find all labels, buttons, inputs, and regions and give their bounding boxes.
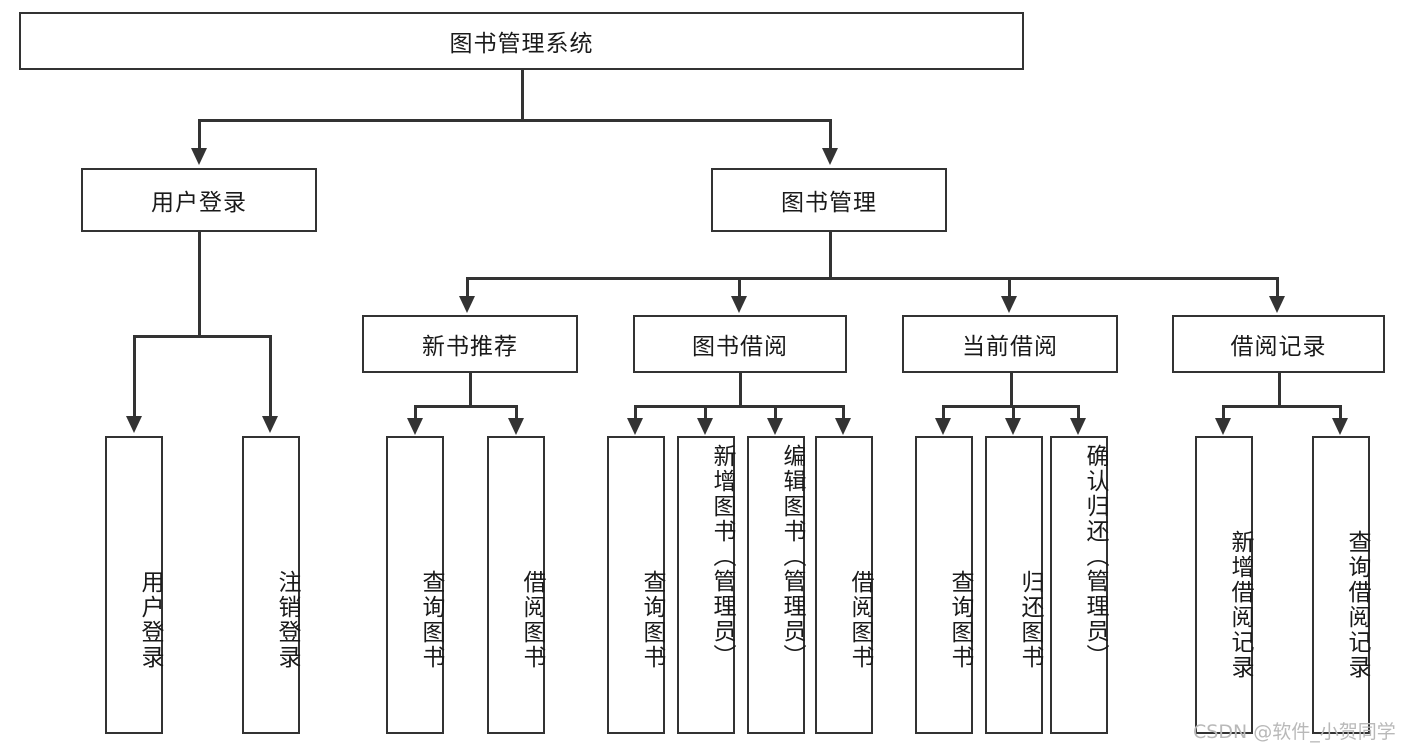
node-leaf-user-logout[interactable]: 注销登录 bbox=[242, 436, 300, 734]
node-label-leaf-user-login: 用户登录 bbox=[137, 570, 163, 670]
node-leaf-query-book-rec[interactable]: 查询图书 bbox=[386, 436, 444, 734]
arrow-bookborrow-leaf2 bbox=[697, 418, 713, 435]
connector-borrowrecord-leaf1 bbox=[1222, 405, 1225, 419]
arrow-newbook-leaf1 bbox=[407, 418, 423, 435]
node-leaf-edit-book-admin[interactable]: 编辑图书（管理员） bbox=[747, 436, 805, 734]
arrow-currentborrow-leaf3 bbox=[1070, 418, 1086, 435]
node-leaf-query-book-borrow[interactable]: 查询图书 bbox=[607, 436, 665, 734]
connector-bookborrow-leaf2 bbox=[704, 405, 707, 419]
connector-new-book-bar bbox=[414, 405, 517, 408]
arrow-root-to-user-login bbox=[191, 148, 207, 165]
connector-root-to-user-login bbox=[198, 119, 201, 149]
arrow-bm-to-book-borrow bbox=[731, 296, 747, 313]
node-label-borrow-record: 借阅记录 bbox=[1230, 334, 1327, 360]
node-label-leaf-add-book-admin: 新增图书（管理员） bbox=[709, 444, 735, 669]
connector-newbook-leaf2 bbox=[515, 405, 518, 419]
connector-currentborrow-leaf2 bbox=[1012, 405, 1015, 419]
node-label-leaf-confirm-return: 确认归还（管理员） bbox=[1082, 444, 1108, 669]
node-leaf-query-book-current[interactable]: 查询图书 bbox=[915, 436, 973, 734]
connector-currentborrow-leaf3 bbox=[1077, 405, 1080, 419]
node-leaf-user-login[interactable]: 用户登录 bbox=[105, 436, 163, 734]
node-label-user-login: 用户登录 bbox=[151, 190, 247, 216]
node-label-root: 图书管理系统 bbox=[449, 31, 594, 57]
connector-current-borrow-bar bbox=[942, 405, 1078, 408]
connector-root-to-book-management bbox=[829, 119, 832, 149]
node-label-leaf-borrow-book: 借阅图书 bbox=[847, 570, 873, 670]
connector-new-book-stem bbox=[469, 373, 472, 405]
node-label-leaf-user-logout: 注销登录 bbox=[274, 570, 300, 670]
node-leaf-confirm-return[interactable]: 确认归还（管理员） bbox=[1050, 436, 1108, 734]
connector-bookborrow-leaf4 bbox=[842, 405, 845, 419]
node-leaf-add-book-admin[interactable]: 新增图书（管理员） bbox=[677, 436, 735, 734]
node-leaf-borrow-book[interactable]: 借阅图书 bbox=[815, 436, 873, 734]
connector-root-stem bbox=[521, 70, 524, 119]
node-label-leaf-query-book-current: 查询图书 bbox=[947, 570, 973, 670]
arrow-root-to-book-management bbox=[822, 148, 838, 165]
connector-book-borrow-bar bbox=[634, 405, 844, 408]
connector-bm-to-current-borrow bbox=[1008, 277, 1011, 297]
node-label-leaf-query-book-rec: 查询图书 bbox=[418, 570, 444, 670]
connector-book-borrow-stem bbox=[739, 373, 742, 405]
node-new-book-recommend[interactable]: 新书推荐 bbox=[362, 315, 578, 373]
arrow-currentborrow-leaf2 bbox=[1005, 418, 1021, 435]
node-label-current-borrow: 当前借阅 bbox=[962, 334, 1058, 360]
node-label-leaf-borrow-book-rec: 借阅图书 bbox=[519, 570, 545, 670]
connector-user-login-stem bbox=[198, 232, 201, 335]
arrow-currentborrow-leaf1 bbox=[935, 418, 951, 435]
connector-user-login-to-leaf2 bbox=[269, 335, 272, 417]
connector-current-borrow-stem bbox=[1010, 373, 1013, 405]
connector-bm-to-new-book bbox=[466, 277, 469, 297]
connector-bm-to-book-borrow bbox=[738, 277, 741, 297]
node-borrow-record[interactable]: 借阅记录 bbox=[1172, 315, 1385, 373]
arrow-bm-to-borrow-record bbox=[1269, 296, 1285, 313]
connector-borrowrecord-leaf2 bbox=[1339, 405, 1342, 419]
connector-bookborrow-leaf1 bbox=[634, 405, 637, 419]
arrow-newbook-leaf2 bbox=[508, 418, 524, 435]
connector-currentborrow-leaf1 bbox=[942, 405, 945, 419]
arrow-bookborrow-leaf1 bbox=[627, 418, 643, 435]
arrow-bookborrow-leaf4 bbox=[835, 418, 851, 435]
node-label-leaf-edit-book-admin: 编辑图书（管理员） bbox=[779, 444, 805, 669]
node-label-leaf-query-borrow-record: 查询借阅记录 bbox=[1344, 530, 1370, 680]
node-label-leaf-query-book-borrow: 查询图书 bbox=[639, 570, 665, 670]
connector-newbook-leaf1 bbox=[414, 405, 417, 419]
connector-user-login-bar bbox=[133, 335, 271, 338]
arrow-bm-to-current-borrow bbox=[1001, 296, 1017, 313]
connector-bookborrow-leaf3 bbox=[774, 405, 777, 419]
node-label-leaf-return-book: 归还图书 bbox=[1017, 570, 1043, 670]
arrow-user-login-to-leaf1 bbox=[126, 416, 142, 433]
arrow-user-login-to-leaf2 bbox=[262, 416, 278, 433]
node-user-login[interactable]: 用户登录 bbox=[81, 168, 317, 232]
csdn-watermark: CSDN @软件_小贺同学 bbox=[1193, 721, 1396, 743]
node-leaf-borrow-book-rec[interactable]: 借阅图书 bbox=[487, 436, 545, 734]
connector-root-bar bbox=[198, 119, 832, 122]
node-book-borrow[interactable]: 图书借阅 bbox=[633, 315, 847, 373]
node-leaf-add-borrow-record[interactable]: 新增借阅记录 bbox=[1195, 436, 1253, 734]
connector-book-management-bar bbox=[466, 277, 1278, 280]
connector-borrow-record-stem bbox=[1278, 373, 1281, 405]
node-book-management[interactable]: 图书管理 bbox=[711, 168, 947, 232]
connector-user-login-to-leaf1 bbox=[133, 335, 136, 417]
arrow-borrowrecord-leaf1 bbox=[1215, 418, 1231, 435]
node-label-leaf-add-borrow-record: 新增借阅记录 bbox=[1227, 530, 1253, 680]
node-label-new-book-recommend: 新书推荐 bbox=[422, 334, 518, 360]
node-label-book-borrow: 图书借阅 bbox=[692, 334, 788, 360]
connector-borrow-record-bar bbox=[1222, 405, 1341, 408]
arrow-bookborrow-leaf3 bbox=[767, 418, 783, 435]
connector-bm-to-borrow-record bbox=[1276, 277, 1279, 297]
arrow-bm-to-new-book bbox=[459, 296, 475, 313]
node-current-borrow[interactable]: 当前借阅 bbox=[902, 315, 1118, 373]
connector-book-management-stem bbox=[829, 232, 832, 277]
node-root-system[interactable]: 图书管理系统 bbox=[19, 12, 1024, 70]
node-leaf-return-book[interactable]: 归还图书 bbox=[985, 436, 1043, 734]
arrow-borrowrecord-leaf2 bbox=[1332, 418, 1348, 435]
node-label-book-management: 图书管理 bbox=[781, 190, 877, 216]
node-leaf-query-borrow-record[interactable]: 查询借阅记录 bbox=[1312, 436, 1370, 734]
